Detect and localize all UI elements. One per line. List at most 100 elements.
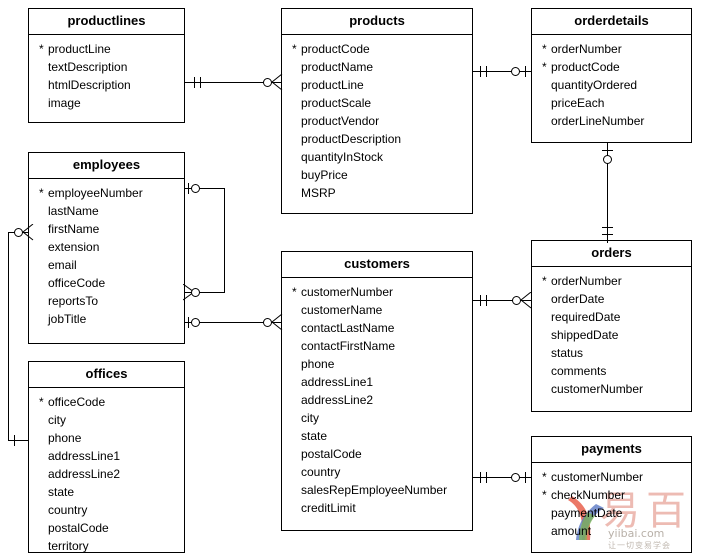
entity-field-list: *officeCode city phone addressLine1 addr… [29, 388, 184, 560]
entity-customers[interactable]: customers *customerNumber customerName c… [281, 251, 473, 531]
entity-field[interactable]: addressLine1 [29, 447, 184, 465]
entity-field[interactable]: contactFirstName [282, 337, 472, 355]
field-name: email [48, 258, 77, 272]
entity-orders[interactable]: orders *orderNumber orderDate requiredDa… [531, 240, 692, 412]
entity-field[interactable]: *orderNumber [532, 40, 691, 58]
field-name: status [551, 346, 584, 360]
entity-field[interactable]: quantityOrdered [532, 76, 691, 94]
entity-field[interactable]: reportsTo [29, 292, 184, 310]
field-name: orderDate [551, 292, 605, 306]
pk-marker: * [542, 60, 547, 74]
cardinality-many-crowsfoot [23, 224, 34, 241]
entity-field[interactable]: creditLimit [282, 499, 472, 517]
entity-field[interactable]: *productCode [282, 40, 472, 58]
entity-field-list: *productCode productName productLine pro… [282, 35, 472, 208]
entity-payments[interactable]: payments *customerNumber *checkNumber pa… [531, 436, 692, 553]
entity-field[interactable]: textDescription [29, 58, 184, 76]
entity-field[interactable]: addressLine1 [282, 373, 472, 391]
entity-field[interactable]: status [532, 344, 691, 362]
field-name: phone [48, 431, 82, 445]
field-name: textDescription [48, 60, 128, 74]
entity-field[interactable]: salesRepEmployeeNumber [282, 481, 472, 499]
entity-field[interactable]: *officeCode [29, 393, 184, 411]
field-name: contactFirstName [301, 339, 396, 353]
field-name: quantityOrdered [551, 78, 638, 92]
entity-field[interactable]: city [29, 411, 184, 429]
entity-field-list: *employeeNumber lastName firstName exten… [29, 179, 184, 334]
entity-field[interactable]: postalCode [282, 445, 472, 463]
pk-marker: * [39, 42, 44, 56]
entity-field[interactable]: customerName [282, 301, 472, 319]
field-name: addressLine2 [48, 467, 121, 481]
entity-field[interactable]: city [282, 409, 472, 427]
entity-field[interactable]: firstName [29, 220, 184, 238]
entity-orderdetails[interactable]: orderdetails *orderNumber *productCode q… [531, 8, 692, 143]
entity-field[interactable]: *productLine [29, 40, 184, 58]
entity-field[interactable]: customerNumber [532, 380, 691, 398]
entity-field[interactable]: lastName [29, 202, 184, 220]
entity-field[interactable]: contactLastName [282, 319, 472, 337]
entity-field[interactable]: quantityInStock [282, 148, 472, 166]
entity-field[interactable]: addressLine2 [282, 391, 472, 409]
entity-field[interactable]: phone [29, 429, 184, 447]
entity-field[interactable]: amount [532, 522, 691, 540]
entity-field[interactable]: email [29, 256, 184, 274]
field-name: state [48, 485, 75, 499]
field-name: salesRepEmployeeNumber [301, 483, 448, 497]
entity-field[interactable]: postalCode [29, 519, 184, 537]
entity-productlines[interactable]: productlines *productLine textDescriptio… [28, 8, 185, 123]
entity-field[interactable]: orderDate [532, 290, 691, 308]
entity-title: payments [532, 437, 691, 463]
cardinality-zero-circle [263, 78, 272, 87]
entity-offices[interactable]: offices *officeCode city phone addressLi… [28, 361, 185, 553]
cardinality-zero-circle [512, 296, 521, 305]
entity-field[interactable]: MSRP [282, 184, 472, 202]
entity-field[interactable]: *customerNumber [532, 468, 691, 486]
entity-field[interactable]: productDescription [282, 130, 472, 148]
entity-field[interactable]: country [282, 463, 472, 481]
entity-field[interactable]: *employeeNumber [29, 184, 184, 202]
entity-field[interactable]: phone [282, 355, 472, 373]
entity-field[interactable]: state [29, 483, 184, 501]
entity-field[interactable]: orderLineNumber [532, 112, 691, 130]
pk-marker: * [292, 42, 297, 56]
entity-field[interactable]: addressLine2 [29, 465, 184, 483]
entity-field[interactable]: comments [532, 362, 691, 380]
entity-field[interactable]: requiredDate [532, 308, 691, 326]
cardinality-one-bar [194, 77, 195, 88]
entity-field[interactable]: officeCode [29, 274, 184, 292]
entity-field[interactable]: *customerNumber [282, 283, 472, 301]
field-name: customerNumber [551, 382, 644, 396]
field-name: productVendor [301, 114, 380, 128]
cardinality-one-bar [486, 295, 487, 306]
field-name: orderLineNumber [551, 114, 645, 128]
entity-title: products [282, 9, 472, 35]
entity-field[interactable]: productLine [282, 76, 472, 94]
entity-field[interactable]: productName [282, 58, 472, 76]
entity-field[interactable]: shippedDate [532, 326, 691, 344]
entity-products[interactable]: products *productCode productName produc… [281, 8, 473, 214]
entity-field[interactable]: paymentDate [532, 504, 691, 522]
entity-field[interactable]: country [29, 501, 184, 519]
entity-field[interactable]: buyPrice [282, 166, 472, 184]
entity-field[interactable]: * productCode [532, 58, 691, 76]
entity-field[interactable]: *checkNumber [532, 486, 691, 504]
entity-field[interactable]: htmlDescription [29, 76, 184, 94]
entity-field[interactable]: jobTitle [29, 310, 184, 328]
entity-title: customers [282, 252, 472, 278]
cardinality-zero-circle [191, 184, 200, 193]
field-name: productCode [551, 60, 620, 74]
entity-field[interactable]: state [282, 427, 472, 445]
field-name: creditLimit [301, 501, 356, 515]
entity-field[interactable]: productScale [282, 94, 472, 112]
entity-field[interactable]: territory [29, 537, 184, 555]
entity-field[interactable]: *orderNumber [532, 272, 691, 290]
entity-field[interactable]: priceEach [532, 94, 691, 112]
entity-field-list: *orderNumber orderDate requiredDate ship… [532, 267, 691, 404]
entity-field[interactable]: image [29, 94, 184, 112]
cardinality-one-bar [525, 472, 526, 483]
entity-employees[interactable]: employees *employeeNumber lastName first… [28, 152, 185, 344]
entity-field[interactable]: productVendor [282, 112, 472, 130]
entity-field[interactable]: extension [29, 238, 184, 256]
cardinality-one-bar [602, 227, 613, 228]
